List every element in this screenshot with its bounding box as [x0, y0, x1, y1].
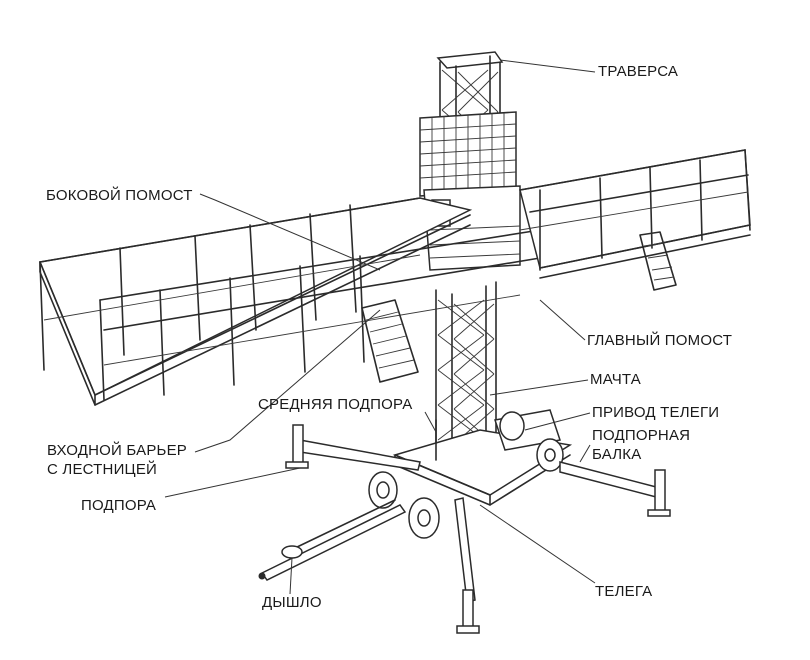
label-outrigger: ПОДПОРА — [81, 497, 157, 514]
label-traverse: ТРАВЕРСА — [598, 63, 679, 80]
label-entry-barrier-line1: ВХОДНОЙ БАРЬЕР — [47, 442, 187, 459]
side-platform — [38, 197, 541, 406]
label-support-beam-line2: БАЛКА — [592, 446, 642, 463]
trolley — [368, 409, 573, 539]
label-trolley: ТЕЛЕГА — [595, 583, 653, 600]
label-side-platform: БОКОВОЙ ПОМОСТ — [46, 187, 193, 204]
label-main-platform: ГЛАВНЫЙ ПОМОСТ — [587, 332, 733, 349]
main-platform — [519, 149, 751, 291]
label-middle-support: СРЕДНЯЯ ПОДПОРА — [258, 396, 413, 413]
label-support-beam: ПОДПОРНАЯ БАЛКА — [592, 426, 690, 464]
drawbar — [258, 499, 407, 581]
label-drawbar: ДЫШЛО — [262, 594, 322, 611]
label-support-beam-line1: ПОДПОРНАЯ — [592, 427, 691, 444]
label-trolley-drive: ПРИВОД ТЕЛЕГИ — [592, 404, 720, 421]
leader-lines — [164, 59, 596, 595]
entry-barrier-ladder — [361, 299, 419, 383]
label-entry-barrier-line2: С ЛЕСТНИЦЕЙ — [47, 461, 158, 478]
mast — [419, 51, 521, 471]
label-mast: МАЧТА — [590, 371, 641, 388]
label-entry-barrier: ВХОДНОЙ БАРЬЕР С ЛЕСТНИЦЕЙ — [47, 441, 187, 479]
outriggers — [285, 419, 671, 634]
